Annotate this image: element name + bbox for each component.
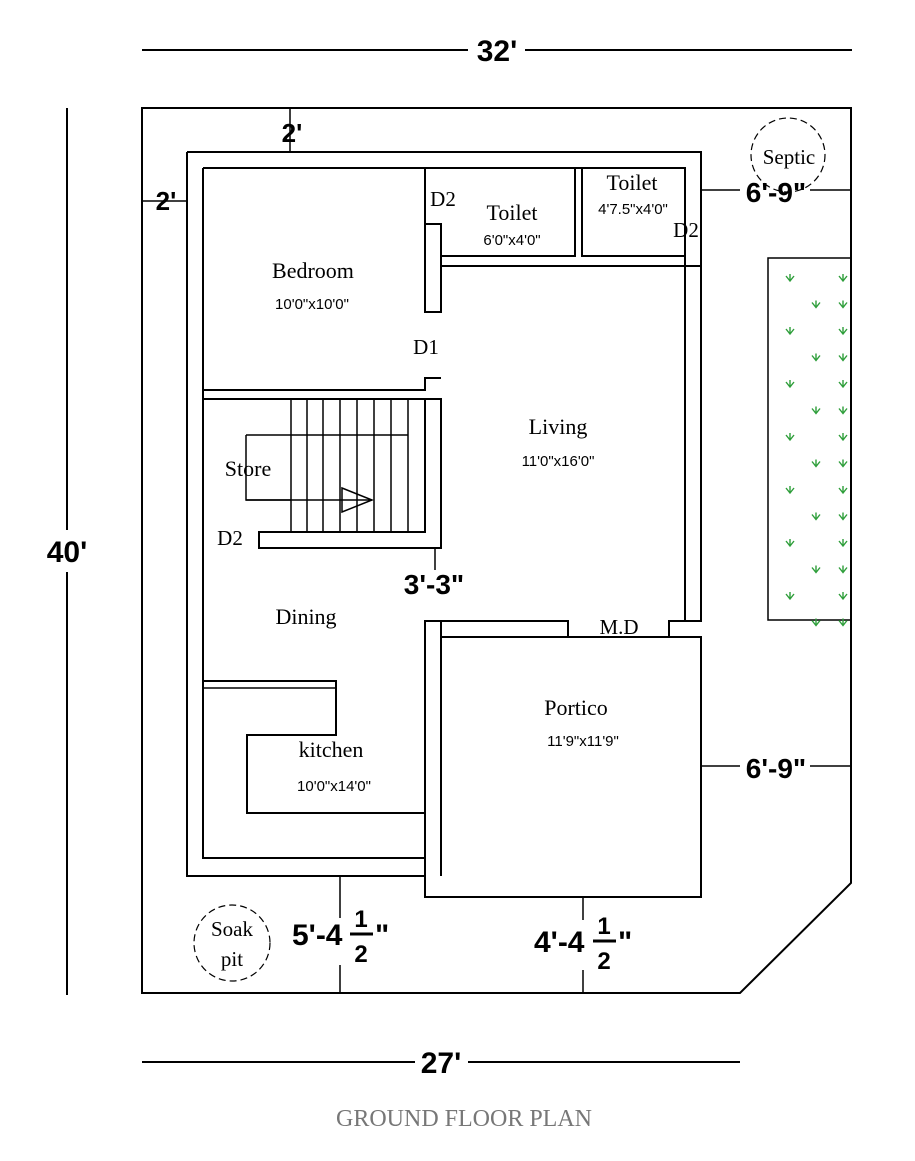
bottom-left-setback-whole: 5'-4 <box>292 919 343 952</box>
top-dimension: 32' <box>142 35 852 68</box>
front-setback-label: 2' <box>282 118 303 148</box>
toilet-2-name: Toilet <box>606 170 657 195</box>
plant-icon <box>811 406 821 415</box>
plant-icon <box>838 433 848 442</box>
plant-icon <box>785 274 795 283</box>
living-name: Living <box>529 414 588 439</box>
left-dimension: 40' <box>47 108 88 995</box>
left-height-label: 40' <box>47 536 88 569</box>
living-size: 11'0"x16'0" <box>522 453 595 470</box>
outer-wall-top <box>187 151 702 622</box>
plant-icon <box>785 592 795 601</box>
bottom-right-setback: 4'-4 1 2 " <box>534 897 632 993</box>
stair-gap-label: 3'-3" <box>404 569 464 600</box>
bedroom: Bedroom 10'0"x10'0" <box>203 168 442 391</box>
plan-title: GROUND FLOOR PLAN <box>336 1106 592 1132</box>
right-setback-top-label: 6'-9" <box>746 177 806 208</box>
toilet-1-name: Toilet <box>486 200 537 225</box>
portico-size: 11'9"x11'9" <box>547 733 619 750</box>
side-setback: 2' <box>142 186 187 216</box>
right-setback-bottom: 6'-9" <box>701 753 851 784</box>
plant-icon <box>838 592 848 601</box>
plant-icon <box>838 486 848 495</box>
portico-name: Portico <box>544 695 608 720</box>
outer-wall-left <box>186 152 425 877</box>
store-staircase: Store <box>203 398 442 570</box>
side-setback-label: 2' <box>156 186 177 216</box>
plant-icon <box>811 353 821 362</box>
plant-icon <box>785 433 795 442</box>
soak-pit-label-2: pit <box>221 947 243 971</box>
bottom-right-setback-den: 2 <box>597 948 610 975</box>
toilet-1: Toilet 6'0"x4'0" <box>440 168 576 266</box>
plant-icon <box>785 380 795 389</box>
dining-name: Dining <box>275 604 336 629</box>
septic-label: Septic <box>763 145 816 169</box>
plant-icon <box>785 327 795 336</box>
plant-icon <box>838 539 848 548</box>
toilet-1-size: 6'0"x4'0" <box>483 232 540 249</box>
stair-treads <box>290 399 409 532</box>
toilet-2-size: 4'7.5"x4'0" <box>598 201 668 218</box>
plant-icon <box>811 459 821 468</box>
dining: Dining <box>275 604 336 629</box>
plant-icons <box>785 274 848 627</box>
portico: Portico 11'9"x11'9" <box>424 620 702 898</box>
top-width-label: 32' <box>477 35 518 68</box>
septic-tank: Septic <box>750 117 826 193</box>
plant-icon <box>838 380 848 389</box>
right-setback-bottom-label: 6'-9" <box>746 753 806 784</box>
living: Living 11'0"x16'0" <box>522 414 595 470</box>
bottom-right-setback-whole: 4'-4 <box>534 926 585 959</box>
bottom-right-setback-num: 1 <box>597 913 610 940</box>
plant-icon <box>838 459 848 468</box>
door-d1-bedroom: D1 <box>413 335 439 359</box>
door-d2-toilet-2: D2 <box>673 218 699 242</box>
bottom-right-setback-unit: " <box>618 926 632 959</box>
plant-icon <box>838 327 848 336</box>
kitchen: kitchen 10'0"x14'0" <box>203 680 425 814</box>
bottom-dimension: 27' <box>142 1047 740 1080</box>
plant-icon <box>838 353 848 362</box>
main-door: M.D <box>599 615 638 639</box>
door-d2-store: D2 <box>217 526 243 550</box>
bottom-width-label: 27' <box>421 1047 462 1080</box>
right-setback-top: 6'-9" <box>701 177 851 208</box>
plant-icon <box>811 618 821 627</box>
plant-icon <box>838 406 848 415</box>
plant-icon <box>811 512 821 521</box>
plot-boundary <box>141 107 852 994</box>
plant-icon <box>785 486 795 495</box>
plant-icon <box>811 300 821 309</box>
toilet-2: Toilet 4'7.5"x4'0" <box>441 168 701 267</box>
bottom-left-setback-num: 1 <box>354 906 367 933</box>
kitchen-size: 10'0"x14'0" <box>297 778 371 795</box>
bottom-left-setback-den: 2 <box>354 941 367 968</box>
soak-pit-label-1: Soak <box>211 917 254 941</box>
bottom-left-setback-unit: " <box>375 919 389 952</box>
bottom-left-setback: 5'-4 1 2 " <box>292 876 389 993</box>
door-d2-toilet: D2 <box>430 187 456 211</box>
plant-icon <box>838 618 848 627</box>
front-setback: 2' <box>282 108 303 152</box>
plant-icon <box>838 565 848 574</box>
plant-icon <box>838 300 848 309</box>
bedroom-size: 10'0"x10'0" <box>275 296 349 313</box>
kitchen-name: kitchen <box>299 737 364 762</box>
plant-icon <box>838 274 848 283</box>
inner-wall-top <box>203 167 686 250</box>
soak-pit: Soak pit <box>193 904 271 982</box>
store-name: Store <box>225 456 271 481</box>
stair-arrow-icon <box>341 486 375 514</box>
plant-icon <box>838 512 848 521</box>
plant-icon <box>811 565 821 574</box>
bedroom-name: Bedroom <box>272 258 354 283</box>
plant-icon <box>785 539 795 548</box>
garden-strip <box>767 257 852 627</box>
